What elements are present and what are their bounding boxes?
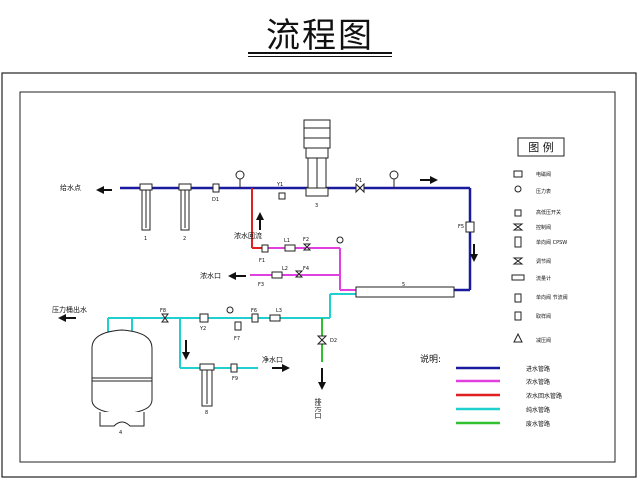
svg-text:F6: F6 <box>251 308 257 314</box>
svg-text:2: 2 <box>183 236 186 242</box>
svg-text:L2: L2 <box>282 266 288 272</box>
pipe-legend: 说明: 进水管路 浓水管路 浓水回水管路 纯水管路 废水管路 <box>420 353 562 428</box>
svg-text:8: 8 <box>205 410 208 416</box>
svg-text:流量计: 流量计 <box>536 275 551 282</box>
inlet-label: 给水点 <box>60 183 81 192</box>
svg-text:说明:: 说明: <box>420 353 441 365</box>
svg-text:D1: D1 <box>212 197 219 203</box>
svg-text:F9: F9 <box>232 376 238 382</box>
valve-tags: D1 Y1 F1 P1 L1 F2 F3 L2 F4 F8 Y2 F6 F7 L… <box>119 178 464 436</box>
gauge-1 <box>235 170 245 180</box>
outer-frame <box>1 72 637 478</box>
svg-text:F5: F5 <box>458 224 464 230</box>
svg-text:F1: F1 <box>259 258 265 264</box>
svg-text:纯水管路: 纯水管路 <box>526 406 550 414</box>
svg-text:废水管路: 废水管路 <box>526 420 550 428</box>
svg-text:L1: L1 <box>284 238 290 244</box>
post-filter <box>199 363 215 407</box>
svg-text:5: 5 <box>402 282 405 288</box>
svg-text:进水管路: 进水管路 <box>526 365 550 373</box>
svg-text:浓水管路: 浓水管路 <box>526 378 550 386</box>
tank-outlet-label: 压力桶出水 <box>52 305 87 314</box>
concentrate-outlet-label: 浓水口 <box>200 271 221 280</box>
pure-outlet-label: 净水口 <box>262 355 283 364</box>
legend: 图 例 电磁阀 压力表 高低压开关 控制阀 单向阀 CPSW 调节阀 流量计 单… <box>511 137 568 344</box>
gauge-2 <box>389 170 399 180</box>
drain-outlet-label: 排污口 <box>314 397 322 419</box>
y1-switch <box>278 192 286 200</box>
prefilter-2 <box>178 183 192 231</box>
svg-text:4: 4 <box>119 430 122 436</box>
title-underline <box>248 52 392 54</box>
svg-text:L3: L3 <box>276 308 282 314</box>
svg-text:高低压开关: 高低压开关 <box>536 209 561 216</box>
svg-text:调节阀: 调节阀 <box>536 258 551 265</box>
prefilter-1 <box>139 183 153 231</box>
high-pressure-pump <box>303 119 331 197</box>
svg-text:电磁阀: 电磁阀 <box>536 171 551 178</box>
f5-valve <box>465 221 475 233</box>
svg-text:F2: F2 <box>303 237 309 243</box>
svg-text:F7: F7 <box>234 336 240 342</box>
svg-text:F3: F3 <box>258 282 264 288</box>
svg-text:图 例: 图 例 <box>528 140 554 154</box>
feed-check-valve <box>355 182 365 194</box>
d1-valve <box>212 183 220 193</box>
title-underline-thin <box>248 56 392 57</box>
svg-text:浓水回水管路: 浓水回水管路 <box>526 392 562 400</box>
svg-text:控制阀: 控制阀 <box>536 224 551 231</box>
pure-water-pipe <box>107 293 356 369</box>
svg-text:F4: F4 <box>303 266 309 272</box>
svg-text:P1: P1 <box>356 178 362 184</box>
svg-text:3: 3 <box>315 203 318 209</box>
svg-text:1: 1 <box>144 236 147 242</box>
fittings <box>161 170 475 373</box>
svg-text:取样阀: 取样阀 <box>536 313 551 320</box>
page-title: 流程图 <box>266 16 374 56</box>
feed-pipe <box>120 186 472 292</box>
concentrate-return-label: 浓水回流 <box>234 231 262 240</box>
svg-text:压力表: 压力表 <box>536 188 551 195</box>
svg-text:减压阀: 减压阀 <box>536 337 551 344</box>
concentrate-pipe <box>250 247 356 291</box>
svg-text:F8: F8 <box>160 308 166 314</box>
svg-text:D2: D2 <box>330 338 337 344</box>
flow-arrows <box>58 176 478 390</box>
svg-text:Y1: Y1 <box>276 182 283 188</box>
svg-text:单向阀 CPSW: 单向阀 CPSW <box>536 239 567 246</box>
inner-frame <box>19 91 616 463</box>
svg-text:单向阀 节流阀: 单向阀 节流阀 <box>536 294 568 301</box>
pressure-tank <box>91 329 153 427</box>
ro-membrane <box>355 286 455 298</box>
svg-text:Y2: Y2 <box>199 326 206 332</box>
